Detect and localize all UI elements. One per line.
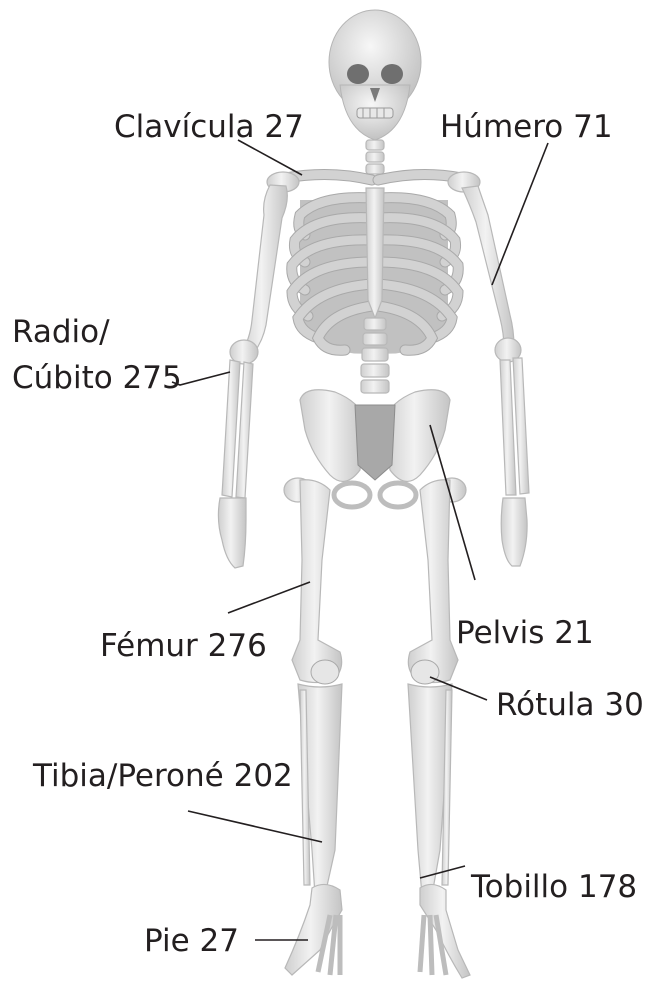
leader-tibia — [188, 811, 322, 842]
label-radio-line2: Cúbito 275 — [12, 360, 182, 396]
leader-femur — [228, 582, 310, 613]
leader-humero — [492, 143, 548, 285]
label-clavicula: Clavícula 27 — [114, 109, 304, 145]
label-tibia: Tibia/Peroné 202 — [32, 758, 293, 794]
cervical-spine — [366, 140, 384, 174]
leader-clavicula — [238, 140, 302, 175]
label-pelvis: Pelvis 21 — [456, 615, 594, 651]
label-femur: Fémur 276 — [100, 628, 267, 664]
label-humero: Húmero 71 — [440, 109, 613, 145]
label-rotula: Rótula 30 — [496, 687, 644, 723]
label-pie: Pie 27 — [144, 923, 239, 959]
label-radio-line1: Radio/ — [12, 314, 110, 350]
feet — [285, 884, 470, 978]
femurs — [284, 478, 466, 683]
arm-left — [218, 185, 287, 568]
skull — [329, 10, 421, 140]
lumbar-spine — [361, 318, 389, 393]
arm-right — [462, 186, 529, 566]
label-tobillo: Tobillo 178 — [470, 869, 637, 905]
patellae — [311, 660, 439, 684]
lower-legs — [298, 684, 452, 895]
